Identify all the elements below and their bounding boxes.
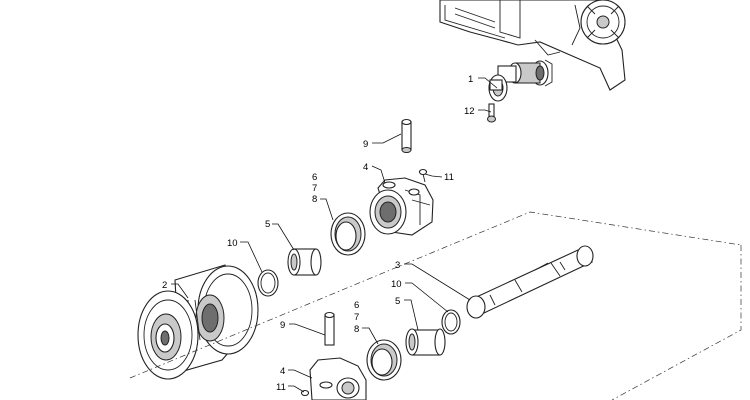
bracket-part-4-lower: [309, 357, 367, 400]
callout-labels: 1 12 9 4 11 6 7 8 5 10 2 3 10 5 6 7 8 9 …: [162, 74, 475, 393]
callout-4-lower: 4: [280, 366, 285, 377]
callout-2: 2: [162, 280, 167, 291]
center-lines: [129, 211, 742, 400]
track-frame: [439, 0, 626, 91]
pin-part-9-upper: [401, 118, 412, 153]
bracket-part-4-upper: [369, 177, 434, 236]
callout-10-lower: 10: [391, 279, 402, 290]
callout-7-upper: 7: [312, 183, 317, 194]
callout-5-lower: 5: [395, 296, 400, 307]
callout-7-lower: 7: [354, 312, 359, 323]
callout-5-upper: 5: [265, 219, 270, 230]
callout-10-upper: 10: [227, 238, 238, 249]
leader-lines: [171, 77, 498, 393]
callout-9-upper: 9: [363, 139, 368, 150]
o-ring-part-10-upper: [257, 269, 279, 297]
callout-6-upper: 6: [312, 172, 317, 183]
callout-3: 3: [395, 260, 400, 271]
callout-8-lower: 8: [354, 324, 359, 335]
shaft-part-3: [466, 245, 594, 319]
o-ring-part-10-lower: [441, 309, 461, 335]
callout-11-upper: 11: [444, 172, 454, 183]
bolt-part-11-upper: [418, 168, 428, 183]
roller-assembly-part-1: [488, 59, 553, 102]
callout-11-lower: 11: [276, 382, 286, 393]
callout-1: 1: [468, 74, 473, 85]
callout-8-upper: 8: [312, 194, 317, 205]
callout-9-lower: 9: [280, 320, 285, 331]
roller-part-2: [137, 264, 259, 380]
callout-12: 12: [464, 106, 475, 117]
seal-group-parts-6-7-8-upper: [330, 212, 366, 256]
seal-group-parts-6-7-8-lower: [366, 339, 402, 381]
bushing-part-5-lower: [405, 328, 446, 356]
bolt-part-12: [487, 103, 496, 123]
callout-4-upper: 4: [363, 162, 368, 173]
callout-6-lower: 6: [354, 300, 359, 311]
bushing-part-5-upper: [287, 248, 322, 276]
pin-part-9-lower: [324, 311, 335, 346]
